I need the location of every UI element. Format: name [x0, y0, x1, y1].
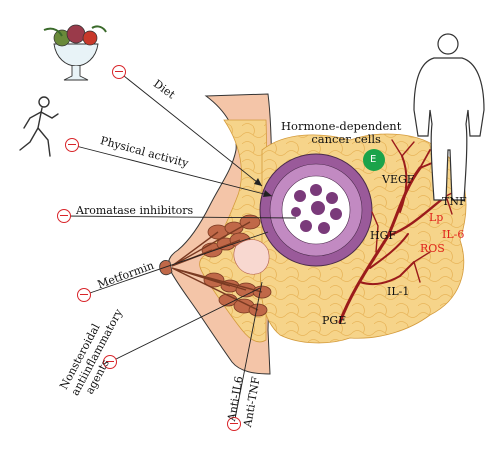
il1-label: IL-1 [387, 285, 410, 298]
fruit-bowl-icon [43, 24, 107, 81]
inhibitor-icon [77, 288, 91, 302]
blood-vessels [338, 139, 459, 324]
inhibitor-icon [112, 65, 126, 79]
ros-label: ROS [420, 242, 445, 255]
nipple [159, 260, 173, 276]
tnf-label: TNF [442, 195, 467, 208]
cells-title-line2: cancer cells [311, 132, 381, 147]
inhibitor-icon [65, 138, 79, 152]
running-person-icon [19, 96, 59, 157]
inhibitor-icon [57, 209, 71, 223]
hgf-label: HGF [370, 229, 397, 242]
aromatase-inhibitors-label: Aromatase inhibitors [76, 204, 194, 217]
inhibitor-icon [103, 355, 117, 369]
tumor-acinus [259, 153, 373, 267]
estrogen-letter: E [370, 154, 377, 165]
lp-label: Lp [429, 211, 444, 224]
estrogen-badge [363, 149, 385, 171]
ducts [171, 221, 263, 311]
inhibitor-icon [227, 417, 241, 431]
pge-label: PGE [322, 314, 347, 327]
intervention-lines [63, 71, 297, 425]
vegf-label: VEGF [382, 173, 415, 186]
cells-title-line1: Hormone-dependent [281, 119, 402, 133]
il6-label: IL-6 [442, 228, 465, 241]
cells-title: Hormone-dependent cancer cells [281, 119, 402, 147]
obese-body-icon [413, 33, 485, 201]
